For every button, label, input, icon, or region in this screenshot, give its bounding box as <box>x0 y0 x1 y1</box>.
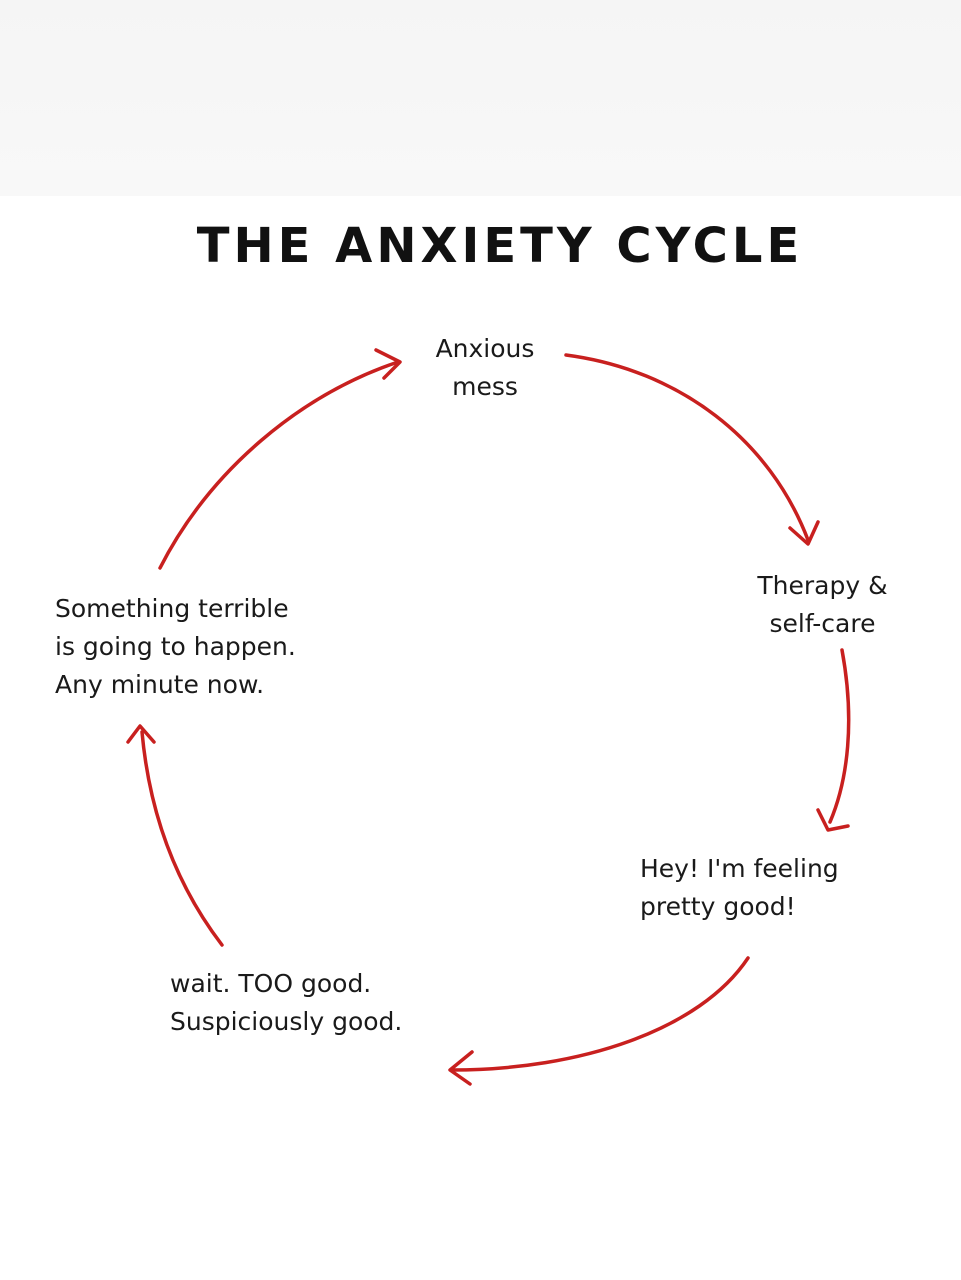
node-text-line: Any minute now. <box>55 670 265 699</box>
arrow-wait-to-something <box>126 724 224 947</box>
node-feeling-good: Hey! I'm feeling pretty good! <box>640 850 920 926</box>
node-text-line: Suspiciously good. <box>170 1007 403 1036</box>
diagram-title: THE ANXIETY CYCLE <box>196 218 804 274</box>
top-band <box>0 0 961 196</box>
node-text-line: wait. TOO good. <box>170 969 372 998</box>
arrow-therapy-to-hey <box>816 648 851 832</box>
node-text-line: Something terrible <box>55 594 289 623</box>
arrow-anxious-to-therapy <box>564 353 820 546</box>
node-too-good: wait. TOO good. Suspiciously good. <box>170 965 470 1041</box>
node-text-line: pretty good! <box>640 892 796 921</box>
node-therapy-self-care: Therapy & self-care <box>720 567 925 643</box>
arrow-something-to-anxious <box>158 348 402 570</box>
node-text-line: self-care <box>769 609 876 638</box>
node-anxious-mess: Anxious mess <box>400 330 570 406</box>
node-text-line: Therapy & <box>757 571 888 600</box>
node-text-line: Anxious <box>435 334 535 363</box>
node-text-line: Hey! I'm feeling <box>640 854 839 883</box>
arrow-hey-to-wait <box>448 956 750 1086</box>
node-something-terrible: Something terrible is going to happen. A… <box>55 590 385 704</box>
node-text-line: mess <box>452 372 518 401</box>
node-text-line: is going to happen. <box>55 632 296 661</box>
